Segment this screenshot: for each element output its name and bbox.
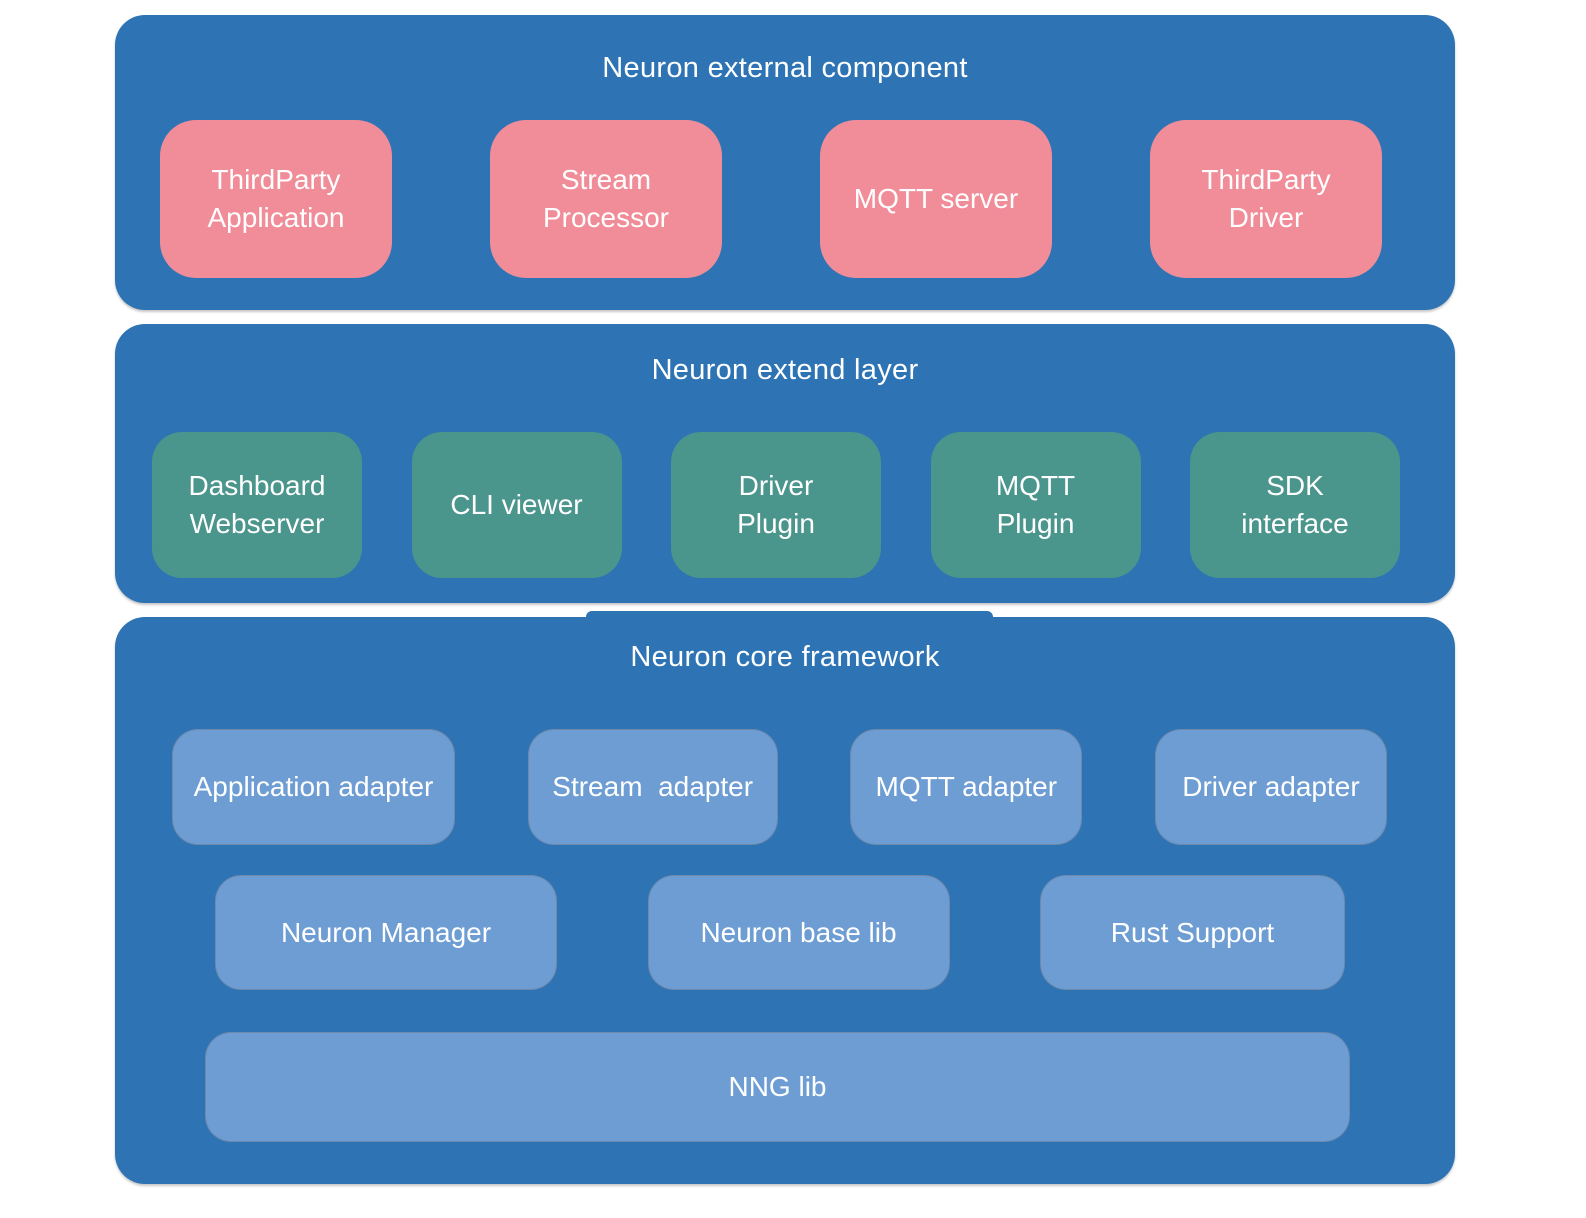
core-adapters-row: Application adapter Stream adapter MQTT … xyxy=(115,729,1455,845)
box-label: Neuron base lib xyxy=(700,916,897,948)
box-mqtt-plugin: MQTT Plugin xyxy=(930,432,1141,578)
box-thirdparty-application: ThirdParty Application xyxy=(160,120,392,278)
box-label: ThirdParty Driver xyxy=(1201,164,1331,233)
box-label: SDK interface xyxy=(1241,470,1349,539)
box-label: Application adapter xyxy=(193,771,434,802)
box-rust-support: Rust Support xyxy=(1040,875,1345,990)
box-thirdparty-driver: ThirdParty Driver xyxy=(1150,120,1382,278)
layer-title-extend: Neuron extend layer xyxy=(651,354,919,386)
layer-neuron-extend-layer: Neuron extend layer Dashboard Webserver … xyxy=(115,324,1455,603)
box-label: Dashboard Webserver xyxy=(188,470,326,539)
box-nng-lib: NNG lib xyxy=(205,1032,1350,1142)
box-mqtt-adapter: MQTT adapter xyxy=(850,729,1083,845)
box-label: MQTT server xyxy=(853,183,1019,214)
box-label: Rust Support xyxy=(1110,916,1275,948)
box-label: Driver adapter xyxy=(1182,771,1360,802)
box-cli-viewer: CLI viewer xyxy=(411,432,622,578)
box-label: Neuron Manager xyxy=(280,916,492,948)
box-label: Driver Plugin xyxy=(737,470,815,539)
box-label: Stream Processor xyxy=(542,164,670,233)
box-stream-adapter: Stream adapter xyxy=(527,729,778,845)
box-label: MQTT adapter xyxy=(875,771,1058,802)
box-label: NNG lib xyxy=(728,1071,827,1102)
box-label: Stream adapter xyxy=(552,771,754,802)
extend-components-row: Dashboard Webserver CLI viewer Driver Pl… xyxy=(115,432,1455,578)
layer-title-external: Neuron external component xyxy=(602,52,968,84)
core-services-row: Neuron Manager Neuron base lib Rust Supp… xyxy=(115,875,1455,990)
box-application-adapter: Application adapter xyxy=(172,729,455,845)
layer-title-core: Neuron core framework xyxy=(630,641,940,673)
box-neuron-manager: Neuron Manager xyxy=(215,875,557,990)
box-label: MQTT Plugin xyxy=(995,470,1076,539)
box-driver-plugin: Driver Plugin xyxy=(671,432,881,578)
box-dashboard-webserver: Dashboard Webserver xyxy=(152,432,362,578)
layer-neuron-external-component: Neuron external component ThirdParty App… xyxy=(115,15,1455,310)
box-label: ThirdParty Application xyxy=(207,164,345,233)
box-driver-adapter: Driver adapter xyxy=(1154,729,1387,845)
box-label: CLI viewer xyxy=(450,489,583,520)
layer-neuron-core-framework: Neuron core framework Application adapte… xyxy=(115,617,1455,1184)
box-mqtt-server: MQTT server xyxy=(820,120,1052,278)
external-components-row: ThirdParty Application Stream Processor … xyxy=(115,120,1455,278)
box-stream-processor: Stream Processor xyxy=(490,120,722,278)
box-neuron-base-lib: Neuron base lib xyxy=(647,875,950,990)
box-sdk-interface: SDK interface xyxy=(1190,432,1400,578)
core-nng-row: NNG lib xyxy=(115,1032,1455,1142)
